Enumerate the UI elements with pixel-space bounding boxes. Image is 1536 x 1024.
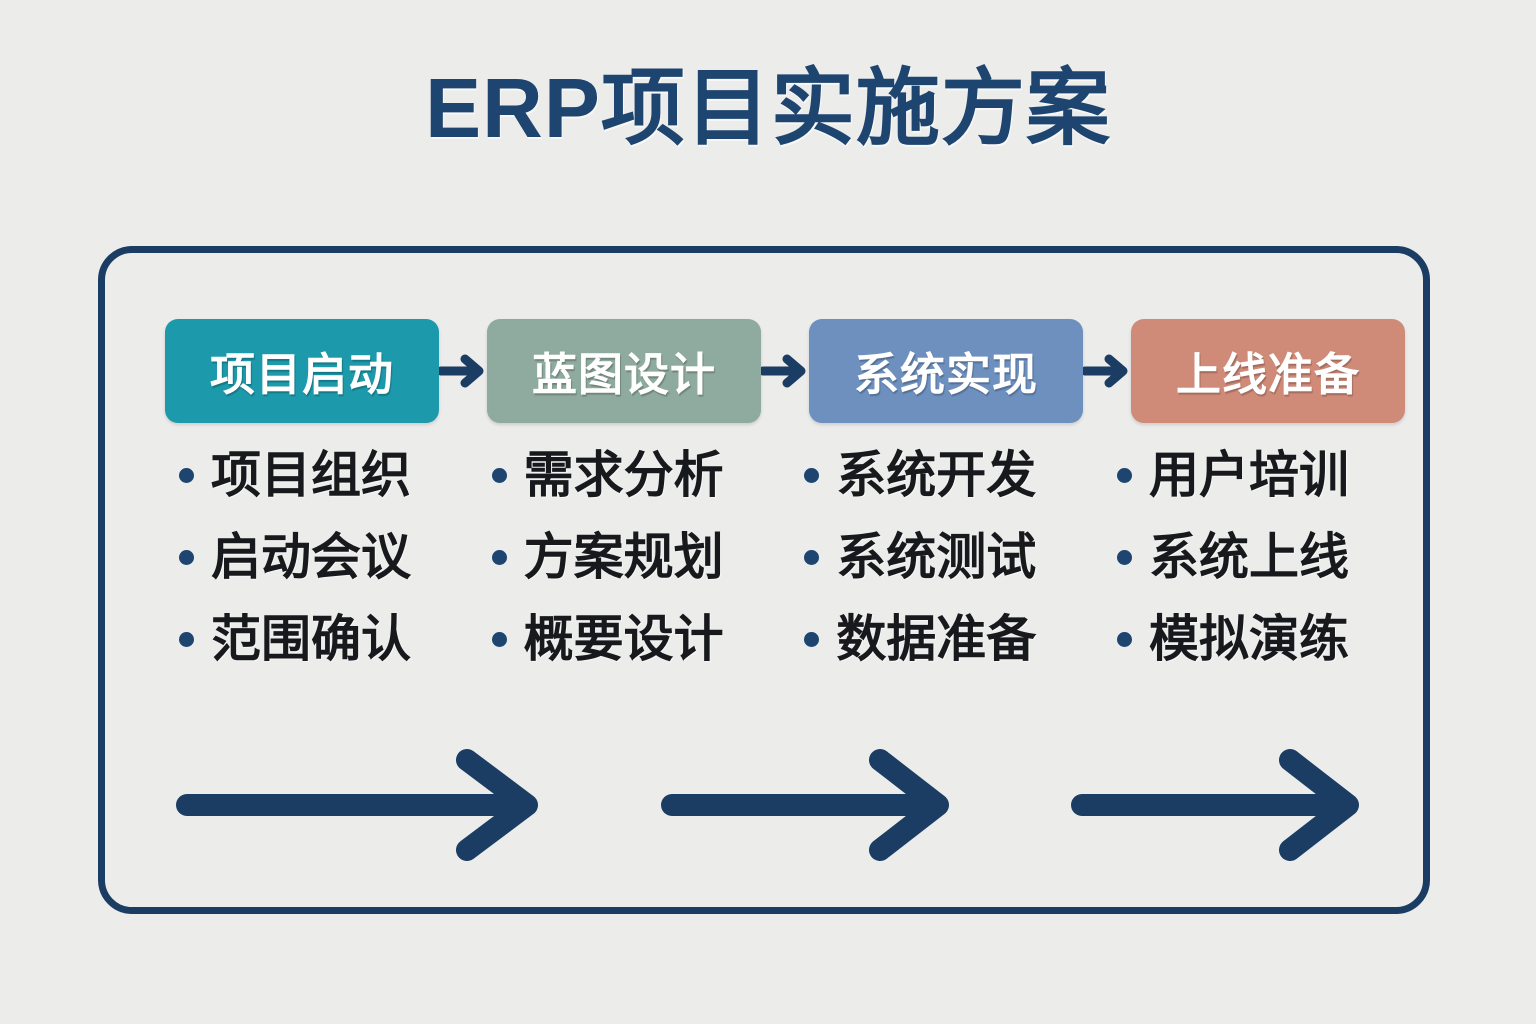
bullets-row: 项目组织 启动会议 范围确认 需求分析 方案规划 概要设计 [165, 443, 1377, 667]
list-item: 概要设计 [478, 611, 752, 667]
bullet-column-4: 用户培训 系统上线 模拟演练 [1103, 443, 1377, 667]
list-item: 方案规划 [478, 529, 752, 585]
stage-box-4[interactable]: 上线准备 [1131, 318, 1405, 423]
bullet-dot-icon [1116, 549, 1132, 565]
list-item: 项目组织 [165, 447, 439, 503]
bullet-label: 系统开发 [836, 447, 1037, 503]
bullet-dot-icon [491, 467, 507, 483]
bullet-label: 用户培训 [1148, 447, 1349, 503]
list-item: 模拟演练 [1103, 611, 1377, 667]
list-item: 系统开发 [790, 447, 1064, 503]
flow-arrow-1 [175, 742, 550, 867]
bullet-dot-icon [804, 549, 820, 565]
stage-label-4: 上线准备 [1175, 349, 1360, 400]
stage-box-3[interactable]: 系统实现 [809, 318, 1083, 423]
arrow-stage-1-to-2 [439, 351, 487, 391]
bullet-dot-icon [179, 549, 194, 565]
stage-label-3: 系统实现 [853, 349, 1038, 400]
bullet-dot-icon [491, 549, 507, 565]
bullet-dot-icon [179, 631, 194, 647]
list-item: 范围确认 [165, 611, 439, 667]
list-item: 系统测试 [790, 529, 1064, 585]
bullet-label: 系统上线 [1148, 529, 1349, 585]
bullet-column-3: 系统开发 系统测试 数据准备 [790, 443, 1064, 667]
bullet-label: 需求分析 [523, 447, 724, 503]
stage-box-2[interactable]: 蓝图设计 [487, 318, 761, 423]
bullet-column-1: 项目组织 启动会议 范围确认 [165, 443, 439, 667]
bullet-label: 模拟演练 [1148, 611, 1349, 667]
flow-arrow-row [175, 739, 1370, 869]
stage-box-1[interactable]: 项目启动 [165, 318, 439, 423]
list-item: 需求分析 [478, 447, 752, 503]
bullet-dot-icon [491, 631, 507, 647]
bullet-label: 范围确认 [211, 611, 411, 667]
stage-label-1: 项目启动 [209, 349, 394, 400]
diagram-frame: 项目启动 蓝图设计 系统实现 上线准备 [98, 246, 1430, 914]
list-item: 数据准备 [790, 611, 1064, 667]
stage-row: 项目启动 蓝图设计 系统实现 上线准备 [165, 318, 1405, 423]
flow-arrow-2 [660, 742, 960, 867]
bullet-label: 方案规划 [523, 529, 724, 585]
bullet-dot-icon [179, 467, 194, 483]
bullet-dot-icon [1116, 467, 1132, 483]
bullet-label: 启动会议 [211, 529, 411, 585]
list-item: 启动会议 [165, 529, 439, 585]
bullet-label: 系统测试 [836, 529, 1037, 585]
bullet-dot-icon [804, 631, 820, 647]
stage-label-2: 蓝图设计 [531, 349, 716, 400]
list-item: 用户培训 [1103, 447, 1377, 503]
bullet-label: 概要设计 [523, 611, 724, 667]
page-title: ERP项目实施方案 [425, 61, 1111, 155]
bullet-dot-icon [804, 467, 820, 483]
bullet-column-2: 需求分析 方案规划 概要设计 [478, 443, 752, 667]
list-item: 系统上线 [1103, 529, 1377, 585]
bullet-label: 项目组织 [211, 447, 411, 503]
flow-arrow-3 [1070, 742, 1370, 867]
bullet-dot-icon [1116, 631, 1132, 647]
arrow-stage-3-to-4 [1083, 351, 1131, 391]
bullet-label: 数据准备 [836, 611, 1037, 667]
arrow-stage-2-to-3 [761, 351, 809, 391]
